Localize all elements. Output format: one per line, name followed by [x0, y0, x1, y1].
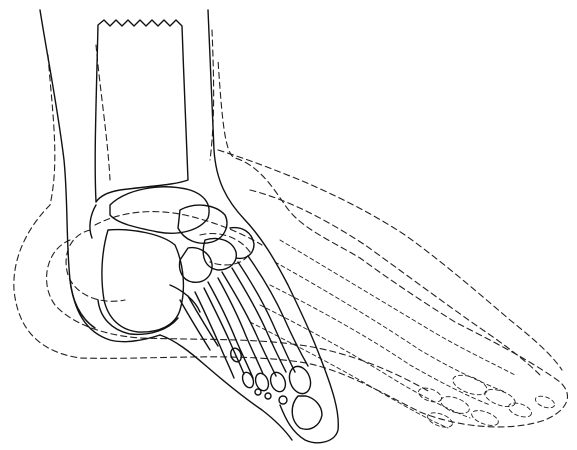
metatarsal-4 — [195, 288, 244, 378]
heel-tendon-line — [70, 280, 95, 328]
phalanx-toe-4 — [241, 371, 256, 389]
calcaneus-bone — [102, 230, 184, 332]
dashed-phalanx — [534, 394, 556, 410]
leg-skin-outline-left — [40, 10, 160, 342]
leg-skin-outline-right — [208, 10, 338, 443]
dashed-tibia-line — [96, 45, 110, 180]
dashed-phalanx — [507, 400, 534, 419]
talus-bone — [110, 187, 209, 233]
dashed-navicular — [200, 234, 250, 265]
calcaneus-lower-contour — [98, 300, 178, 334]
dashed-metatarsal-2 — [275, 262, 505, 392]
metatarsal-1 — [238, 256, 308, 372]
solid-foot-group — [40, 10, 338, 443]
sesamoid-bone — [265, 393, 271, 399]
phalanx-big-toe-distal — [292, 396, 322, 429]
tibia-bone — [95, 20, 188, 202]
dashed-phalanx — [439, 393, 472, 416]
phalanx-big-toe-proximal — [286, 363, 314, 396]
sesamoid-bone — [279, 396, 287, 404]
sesamoid-bone — [255, 389, 261, 395]
dashed-calcaneus — [66, 230, 125, 301]
dashed-phalanx — [450, 371, 489, 398]
phalanx-toe-2 — [268, 370, 288, 394]
ankle-contour — [90, 205, 96, 238]
dashed-metatarsal-1 — [280, 240, 515, 375]
metatarsal-3 — [208, 278, 263, 378]
